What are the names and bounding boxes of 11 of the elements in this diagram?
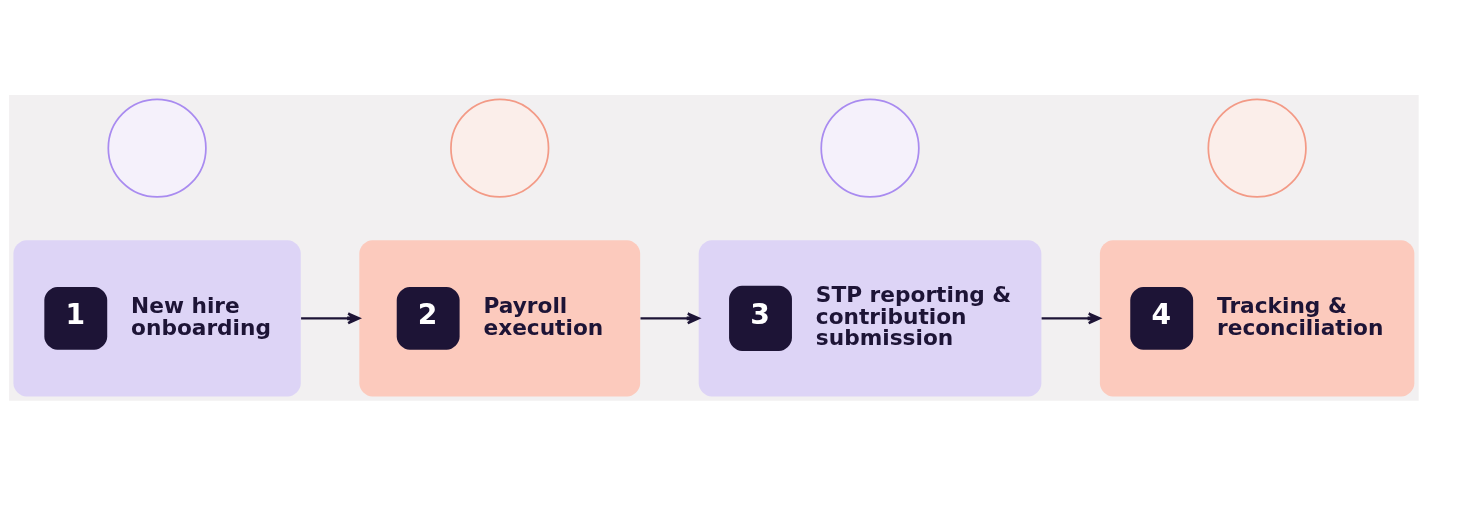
- node-circle: [107, 98, 207, 198]
- node-circle: [820, 98, 920, 198]
- node-box: 4 Tracking & reconciliation: [1099, 240, 1415, 397]
- arrow: [640, 312, 700, 325]
- node-box: 2 Payroll execution: [359, 240, 641, 397]
- arrow: [1041, 312, 1101, 325]
- node-circle: [1207, 98, 1307, 198]
- node-box: 3 STP reporting & contribution submission: [698, 240, 1042, 397]
- node-circle: [450, 98, 550, 198]
- arrow: [301, 312, 361, 325]
- node-box: 1 New hire onboarding: [13, 240, 301, 397]
